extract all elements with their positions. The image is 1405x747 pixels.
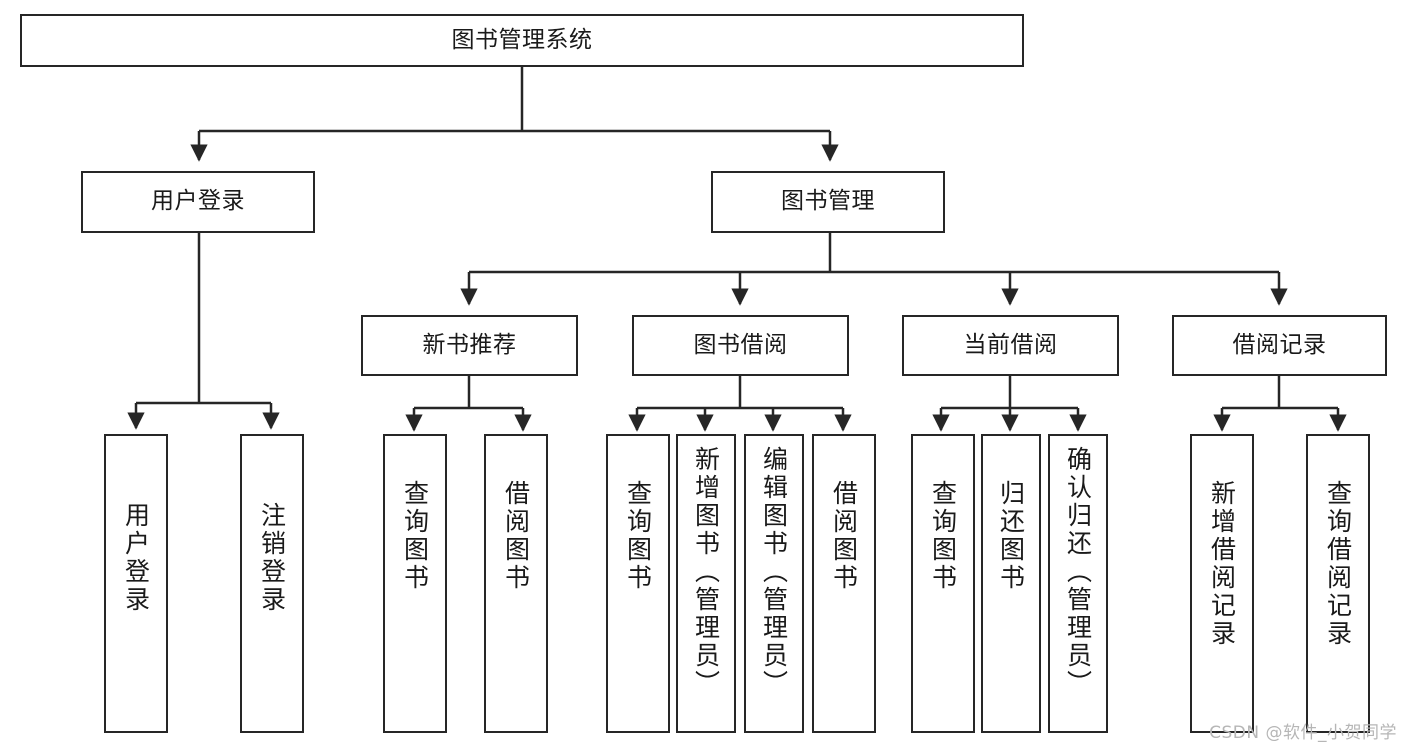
node-book-borrow-label: 图书借阅 [693,331,788,358]
leaf-query-book-3[interactable]: 查询图书 [911,434,975,733]
node-book-manage-label: 图书管理 [781,188,875,215]
leaf-query-book-1[interactable]: 查询图书 [383,434,447,733]
leaf-logout-login[interactable]: 注销登录 [240,434,304,733]
leaf-add-book-label: 新增图书（管理员） [691,446,721,698]
leaf-logout-login-label: 注销登录 [257,502,287,614]
leaf-edit-book-label: 编辑图书（管理员） [759,446,789,698]
leaf-edit-book[interactable]: 编辑图书（管理员） [744,434,804,733]
node-borrow-record-label: 借阅记录 [1232,331,1327,358]
leaf-query-book-3-label: 查询图书 [928,480,958,592]
node-current-borrow-label: 当前借阅 [963,331,1058,358]
leaf-add-record-label: 新增借阅记录 [1207,480,1237,648]
leaf-add-record[interactable]: 新增借阅记录 [1190,434,1254,733]
node-root[interactable]: 图书管理系统 [20,14,1024,67]
leaf-return-book-label: 归还图书 [996,480,1026,592]
node-book-manage[interactable]: 图书管理 [711,171,945,233]
leaf-user-login[interactable]: 用户登录 [104,434,168,733]
node-root-label: 图书管理系统 [451,26,593,53]
node-book-borrow[interactable]: 图书借阅 [632,315,849,376]
leaf-query-record[interactable]: 查询借阅记录 [1306,434,1370,733]
leaf-query-book-2-label: 查询图书 [623,480,653,592]
leaf-borrow-book-1-label: 借阅图书 [501,480,531,592]
leaf-query-book-1-label: 查询图书 [400,480,430,592]
node-new-book-rec-label: 新书推荐 [422,331,517,358]
leaf-confirm-return[interactable]: 确认归还（管理员） [1048,434,1108,733]
node-current-borrow[interactable]: 当前借阅 [902,315,1119,376]
leaf-borrow-book-2-label: 借阅图书 [829,480,859,592]
leaf-query-record-label: 查询借阅记录 [1323,480,1353,648]
node-borrow-record[interactable]: 借阅记录 [1172,315,1387,376]
leaf-borrow-book-2[interactable]: 借阅图书 [812,434,876,733]
node-user-login[interactable]: 用户登录 [81,171,315,233]
leaf-confirm-return-label: 确认归还（管理员） [1063,446,1093,698]
csdn-watermark: CSDN @软件_小贺同学 [1209,723,1397,743]
leaf-return-book[interactable]: 归还图书 [981,434,1041,733]
node-new-book-rec[interactable]: 新书推荐 [361,315,578,376]
leaf-query-book-2[interactable]: 查询图书 [606,434,670,733]
leaf-add-book[interactable]: 新增图书（管理员） [676,434,736,733]
leaf-borrow-book-1[interactable]: 借阅图书 [484,434,548,733]
node-user-login-label: 用户登录 [151,188,245,215]
leaf-user-login-label: 用户登录 [121,502,151,614]
